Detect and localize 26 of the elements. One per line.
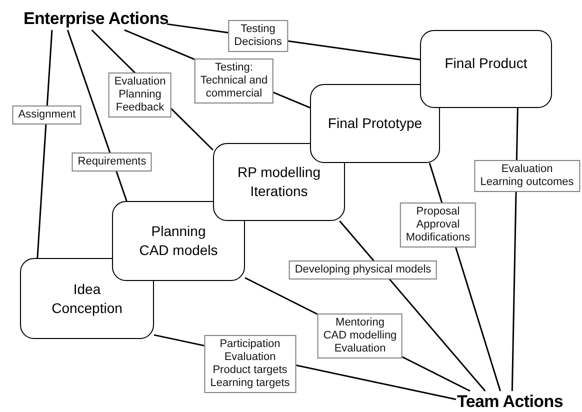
edge-label: Mentoring CAD modelling Evaluation [317, 314, 403, 358]
stage-label: RP modelling Iterations [237, 163, 320, 201]
edge-label: Participation Evaluation Product targets Learning targets [204, 335, 296, 393]
heading-text: Team Actions [456, 391, 564, 412]
edge-label: Requirements [72, 152, 152, 172]
stage-box [213, 143, 345, 221]
edge-label: Evaluation Planning Feedback [108, 72, 172, 118]
stage-box [310, 84, 440, 163]
heading-text: Enterprise Actions [25, 8, 167, 30]
stage-box [112, 201, 245, 281]
stage-label: Final Product [444, 54, 528, 73]
stage-label: Idea Conception [52, 280, 122, 318]
stage-box [420, 30, 552, 108]
edge-label: Evaluation Learning outcomes [474, 160, 580, 192]
connector-line [511, 108, 518, 392]
connector-line [36, 30, 53, 258]
stage-box [20, 258, 154, 339]
connector-line [66, 30, 128, 202]
stage-label: Final Prototype [328, 114, 422, 133]
edge-label: Proposal Approval Modifications [400, 202, 476, 248]
stage-label: Planning CAD models [139, 222, 218, 260]
edge-label: Assignment [12, 106, 82, 124]
edge-label: Testing Decisions [228, 20, 288, 52]
connector-line [339, 220, 486, 392]
edge-label: Testing: Technical and commercial [194, 58, 274, 104]
edge-label: Developing physical models [288, 260, 438, 280]
